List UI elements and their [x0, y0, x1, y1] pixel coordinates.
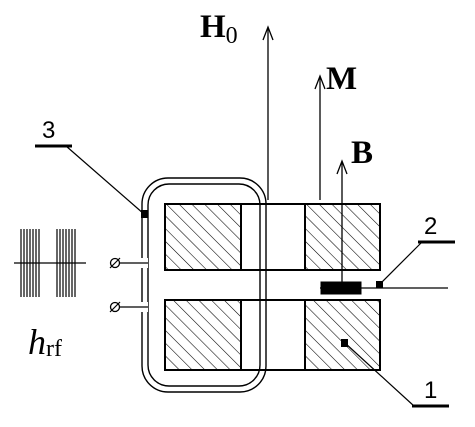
magnetization-arrow	[314, 74, 326, 200]
induction-label: B	[351, 135, 373, 171]
magnetization-label: M	[326, 61, 357, 97]
rf-coil-left-winding	[20, 229, 40, 297]
coil-leads	[120, 258, 148, 312]
callout-1: 1	[341, 339, 449, 408]
callout-1-label: 1	[424, 377, 437, 404]
rf-coil-loop	[141, 177, 267, 393]
h0-field-arrow	[262, 25, 274, 200]
callout-3-label: 3	[42, 117, 55, 144]
rf-field-label-main: h	[28, 322, 46, 362]
h0-field-label: H0	[200, 9, 238, 49]
coil-terminals	[109, 257, 121, 313]
rf-field-label: hrf	[28, 322, 62, 362]
sample-probe	[320, 281, 448, 295]
callout-3: 3	[35, 117, 148, 218]
callout-2-label: 2	[424, 213, 437, 240]
h0-field-label-sub: 0	[226, 23, 238, 49]
h0-field-label-main: H	[200, 9, 226, 45]
lower-pole-piece	[164, 299, 381, 371]
rf-field-label-sub: rf	[46, 336, 62, 362]
rf-coil-right-winding	[56, 229, 76, 297]
upper-pole-piece	[164, 203, 381, 271]
rf-field-coils	[14, 229, 86, 297]
callout-2: 2	[376, 213, 455, 288]
